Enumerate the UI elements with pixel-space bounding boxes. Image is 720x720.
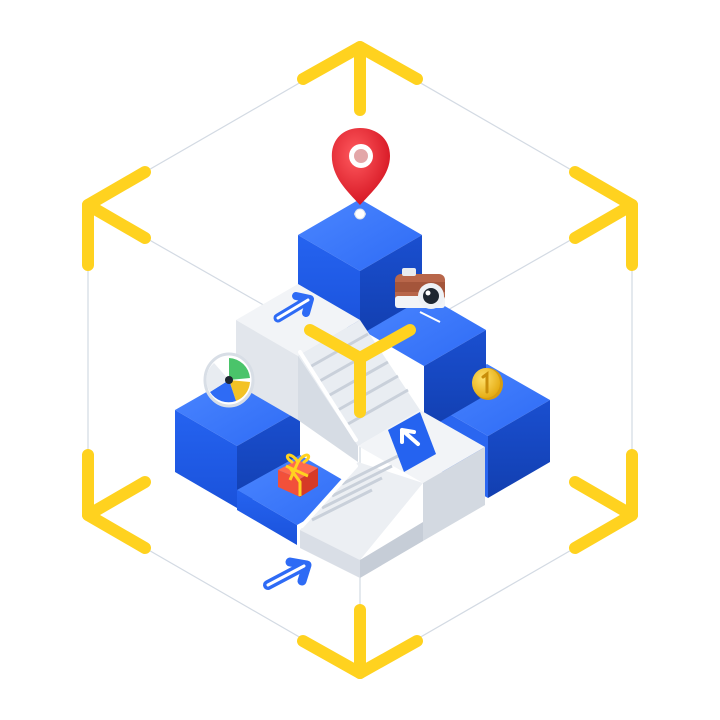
gift-icon — [278, 453, 318, 497]
chart-disc-icon — [203, 352, 255, 408]
coin-icon — [472, 368, 503, 400]
arrow-up-left-icon — [388, 412, 436, 472]
location-pin-icon — [331, 128, 390, 220]
bracket-lower-right-stem — [569, 476, 638, 521]
staircase-lower — [300, 452, 423, 578]
bracket-upper-right-stem — [569, 199, 638, 244]
camera-icon — [395, 268, 445, 323]
bracket-lower-left-stem — [82, 476, 151, 521]
bracket-upper-left-stem — [82, 199, 151, 244]
yellow-corner-brackets — [82, 41, 638, 679]
arrow-up-right-icon — [273, 292, 314, 323]
blue-block-top — [298, 199, 422, 335]
arrow-up-right-icon — [263, 557, 312, 590]
